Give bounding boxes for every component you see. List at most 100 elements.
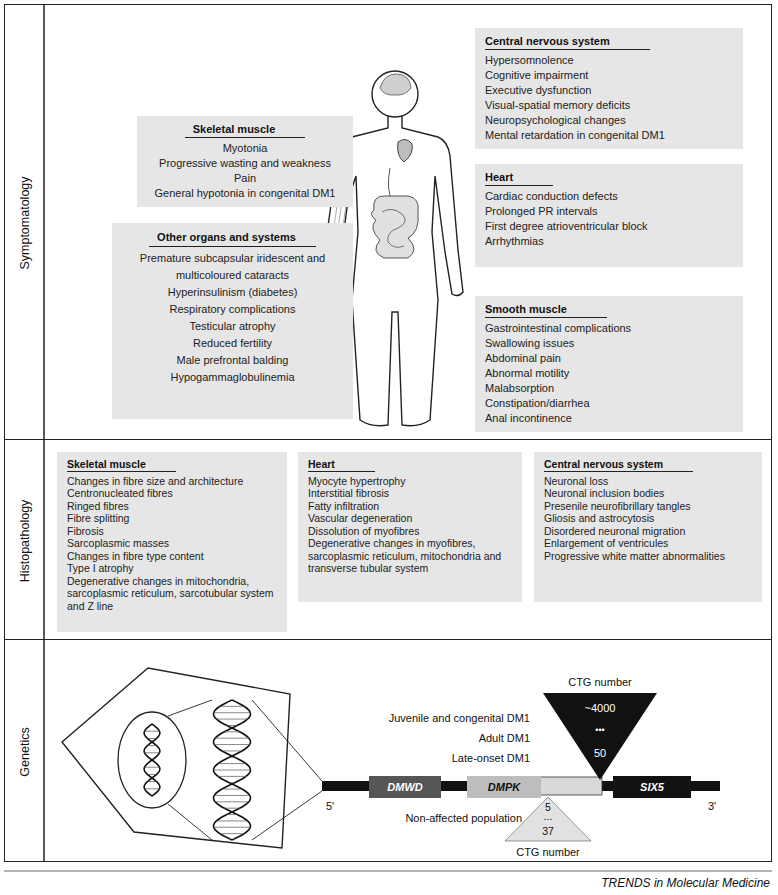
grey-text-box: Smooth muscleGastrointestinal complicati… xyxy=(475,296,743,432)
list-item: Neuropsychological changes xyxy=(485,113,733,128)
list-item: Changes in fibre size and architecture xyxy=(67,475,277,488)
list-item: General hypotonia in congenital DM1 xyxy=(147,186,343,201)
list-item: Male prefrontal balding xyxy=(122,352,343,369)
dna-rung xyxy=(227,725,238,726)
list-item: Respiratory complications xyxy=(122,301,343,318)
list-item: Interstitial fibrosis xyxy=(308,487,512,500)
list-item: Pain xyxy=(147,171,343,186)
gene-box: DMPK xyxy=(467,776,541,798)
list-item: Vascular degeneration xyxy=(308,512,512,525)
dna-rung xyxy=(227,814,238,815)
grey-text-box: Central nervous systemNeuronal lossNeuro… xyxy=(534,452,762,602)
annotation-label: CTG number xyxy=(516,846,580,858)
journal-credit: TRENDS in Molecular Medicine xyxy=(601,877,770,890)
list-item: Mental retardation in congenital DM1 xyxy=(485,128,733,143)
footer-rule xyxy=(4,871,772,872)
list-item: Cardiac conduction defects xyxy=(485,189,733,204)
dna-rung xyxy=(147,745,156,746)
list-item: Fatty infiltration xyxy=(308,500,512,513)
list-item: Sarcoplasmic masses xyxy=(67,537,277,550)
annotation-label: 5' xyxy=(326,800,334,812)
dna-rung xyxy=(218,776,247,777)
list-item: Degenerative changes in myofibres, sarco… xyxy=(308,537,512,575)
list-item: Reduced fertility xyxy=(122,335,343,352)
section-band: Symptomatology Central nervous systemHype… xyxy=(4,4,772,440)
dna-rung xyxy=(147,781,156,782)
list-item: Testicular atrophy xyxy=(122,318,343,335)
dna-rung xyxy=(218,763,247,764)
list-item: Progressive white matter abnormalities xyxy=(544,550,752,563)
dna-rung xyxy=(213,827,251,828)
list-item: Presenile neurofibrillary tangles xyxy=(544,500,752,513)
dna-rung xyxy=(214,795,250,796)
grey-text-box: HeartCardiac conduction defectsProlonged… xyxy=(475,164,743,267)
list-item: Myotonia xyxy=(147,141,343,156)
list-item: Executive dysfunction xyxy=(485,83,733,98)
dna-rung xyxy=(215,801,250,802)
dna-strand xyxy=(213,700,250,840)
annotation-label: 37 xyxy=(542,826,554,838)
box-heading: Central nervous system xyxy=(485,34,650,50)
annotation-label: 50 xyxy=(594,747,606,759)
list-item: Anal incontinence xyxy=(485,411,733,426)
box-heading: Other organs and systems xyxy=(149,229,316,247)
list-item: Premature subcapsular iridescent and mul… xyxy=(122,250,343,284)
annotation-label: Non-affected population xyxy=(405,812,522,824)
dna-rung xyxy=(214,744,250,745)
list-item: Visual-spatial memory deficits xyxy=(485,98,733,113)
gene-name: SIX5 xyxy=(640,781,664,793)
column-divider xyxy=(43,4,45,862)
section-label: Symptomatology xyxy=(18,176,32,269)
box-heading: Skeletal muscle xyxy=(67,458,176,472)
dna-rung xyxy=(213,712,251,713)
section-label: Genetics xyxy=(18,727,32,776)
grey-text-box: HeartMyocyte hypertrophyInterstitial fib… xyxy=(298,452,522,602)
list-item: Degenerative changes in mitochondria, sa… xyxy=(67,575,277,613)
list-item: Abnormal motility xyxy=(485,366,733,381)
annotation-label: Juvenile and congenital DM1 xyxy=(389,712,530,724)
list-item: Hypogammaglobulinemia xyxy=(122,369,343,386)
box-heading: Central nervous system xyxy=(544,458,693,472)
section-label: Histopathology xyxy=(18,499,32,582)
dna-rung xyxy=(220,833,245,834)
gene-name: DMWD xyxy=(387,781,422,793)
dna-rung xyxy=(222,789,243,790)
list-item: Arrhythmias xyxy=(485,234,733,249)
list-item: Changes in fibre type content xyxy=(67,550,277,563)
list-item: Neuronal inclusion bodies xyxy=(544,487,752,500)
list-item: Enlargement of ventricules xyxy=(544,537,752,550)
repeat-region xyxy=(540,777,602,795)
dna-rung xyxy=(224,808,240,809)
dna-rung xyxy=(144,788,159,789)
dna-rung xyxy=(215,738,250,739)
grey-text-box: Skeletal muscleMyotoniaProgressive wasti… xyxy=(137,116,353,207)
annotation-label: CTG number xyxy=(568,676,632,688)
list-item: Hypersomnolence xyxy=(485,53,733,68)
list-item: Centronucleated fibres xyxy=(67,487,277,500)
list-item: Prolonged PR intervals xyxy=(485,204,733,219)
dna-strand xyxy=(144,724,160,796)
dna-rung xyxy=(222,750,243,751)
list-item: Neuronal loss xyxy=(544,475,752,488)
dna-strand xyxy=(144,724,160,796)
annotation-label: Adult DM1 xyxy=(479,732,530,744)
list-item: Hyperinsulinism (diabetes) xyxy=(122,284,343,301)
annotation-label: ••• xyxy=(595,726,604,736)
annotation-label: ~4000 xyxy=(585,702,616,714)
list-item: Swallowing issues xyxy=(485,336,733,351)
list-item: Myocyte hypertrophy xyxy=(308,475,512,488)
expanded-repeat-triangle xyxy=(543,693,657,780)
dna-rung xyxy=(229,782,234,783)
annotation-label: ... xyxy=(544,811,553,823)
dna-rung xyxy=(224,731,240,732)
list-item: First degree atrioventricular block xyxy=(485,219,733,234)
grey-text-box: Other organs and systemsPremature subcap… xyxy=(112,223,353,419)
list-item: Type I atrophy xyxy=(67,562,277,575)
list-item: Malabsorption xyxy=(485,381,733,396)
dna-rung xyxy=(147,774,156,775)
list-item: Cognitive impairment xyxy=(485,68,733,83)
box-heading: Heart xyxy=(308,458,375,472)
list-item: Abdominal pain xyxy=(485,351,733,366)
dna-rung xyxy=(144,767,159,768)
dna-rung xyxy=(213,770,251,771)
